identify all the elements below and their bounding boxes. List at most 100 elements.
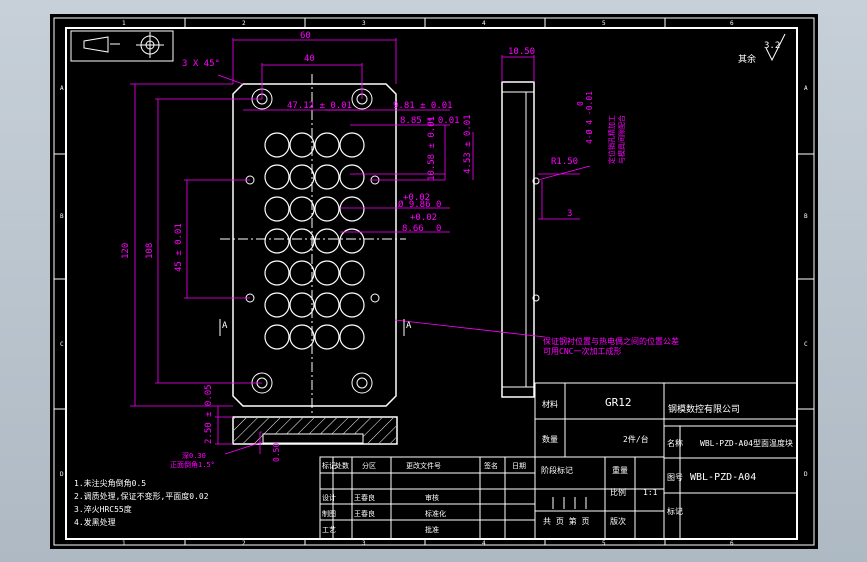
dim-r150: R1.50	[551, 157, 578, 167]
grid-hole	[314, 196, 340, 222]
drawing-no-label: 图号	[667, 473, 683, 482]
grid-hole	[289, 228, 315, 254]
scale-label: 比例	[610, 487, 626, 497]
cad-drawing: A B C D A B C D 1 2 3 4 5 6 1 2 3 4 5 6	[53, 17, 815, 547]
zone-top-5: 5	[602, 20, 606, 27]
side-note-2: 可用CNC一次加工成形	[543, 346, 621, 356]
rev-header-mark: 标记	[322, 461, 336, 470]
dim-chamfer: 3 X 45°	[182, 59, 220, 69]
grid-hole	[339, 164, 365, 190]
review-label: 制图	[322, 509, 336, 518]
grid-hole	[264, 260, 290, 286]
rev-mark-label: 标记	[667, 506, 683, 516]
grid-hole	[289, 196, 315, 222]
grid-hole	[339, 260, 365, 286]
dim-866: 8.66	[402, 224, 424, 234]
zone-right-d: D	[804, 471, 808, 478]
zone-right-a: A	[804, 85, 808, 92]
roughness-label: 其余	[738, 53, 756, 65]
zone-bottom-3: 3	[362, 540, 366, 547]
tech-req-1: 1.未注尖角倒角0.5	[74, 478, 146, 488]
approve-label: 批准	[425, 525, 439, 534]
company-name: 钢模数控有限公司	[668, 403, 740, 415]
section-markers	[219, 319, 405, 336]
dim-tol: 4-Ø 4 -0.01	[584, 91, 594, 144]
outer-frame	[53, 17, 815, 546]
qty-label: 数量	[542, 434, 558, 444]
grid-hole	[314, 132, 340, 158]
zone-left-c: C	[60, 341, 64, 348]
name-label: 名称	[667, 438, 683, 448]
grid-hole	[339, 132, 365, 158]
review-name: 王春良	[354, 509, 375, 518]
grid-hole	[314, 292, 340, 318]
scale-value: 1:1	[643, 488, 658, 497]
grid-hole	[314, 324, 340, 350]
check-label: 审核	[425, 493, 439, 502]
zone-bottom-5: 5	[602, 540, 606, 547]
dim-1050: 10.50	[508, 47, 535, 57]
zone-top-6: 6	[730, 20, 734, 27]
dim-1058: 10.58 ± 0.01	[427, 116, 437, 181]
zone-right-b: B	[804, 213, 808, 220]
dim-453: 4.53 ± 0.01	[463, 114, 473, 174]
grid-hole	[264, 228, 290, 254]
grid-hole	[314, 164, 340, 190]
dim-050: 0.50	[272, 443, 281, 462]
sheet-label: 共 页 第 页	[543, 516, 589, 526]
dim-0a: 0	[436, 200, 441, 210]
grid-hole	[339, 324, 365, 350]
dim-108: 108	[145, 243, 155, 259]
drawing-sheet: A B C D A B C D 1 2 3 4 5 6 1 2 3 4 5 6	[50, 14, 818, 549]
grid-hole	[339, 196, 365, 222]
grid-hole	[264, 324, 290, 350]
dim-120: 120	[121, 243, 131, 259]
side-note-1: 保证钢衬位置与热电偶之间的位置公差	[543, 336, 679, 346]
grid-hole	[339, 292, 365, 318]
zone-left-d: D	[60, 471, 64, 478]
dimension-lines	[130, 38, 591, 455]
name-value: WBL-PZD-A04型面温度块	[700, 438, 793, 448]
grid-hole	[314, 260, 340, 286]
roughness-symbol-icon	[765, 33, 786, 62]
zone-top-4: 4	[482, 20, 486, 27]
std-label: 标准化	[425, 509, 446, 518]
grid-hole	[289, 164, 315, 190]
dim-3: 3	[567, 209, 572, 219]
qty-value: 2件/台	[623, 434, 649, 444]
dim-tol0: 0	[576, 101, 585, 106]
bottom-note-2: 正面倒角1.5°	[170, 460, 215, 469]
dim-60: 60	[300, 31, 311, 41]
zone-ticks	[54, 18, 814, 545]
drawing-no-value: WBL-PZD-A04	[690, 472, 756, 483]
zone-left-a: A	[60, 85, 64, 92]
design-name: 王春良	[354, 493, 375, 502]
dim-45: 45 ± 0.01	[174, 223, 184, 272]
zone-left-b: B	[60, 213, 64, 220]
zone-top-2: 2	[242, 20, 246, 27]
rev-header-date: 日期	[512, 462, 526, 470]
dim-4712: 47.12 ± 0.01	[287, 101, 352, 111]
tech-req-3: 3.淬火HRC55度	[74, 504, 132, 514]
section-label-right: A	[406, 321, 412, 331]
grid-hole	[289, 292, 315, 318]
zone-bottom-2: 2	[242, 540, 246, 547]
grid-hole	[264, 292, 290, 318]
projection-symbol-icon	[70, 30, 174, 62]
side-view	[501, 81, 540, 398]
rev-header-zone: 分区	[362, 461, 376, 470]
rev-header-doc: 更改文件号	[406, 461, 441, 470]
vert-note-2: 与模具间隙配合	[617, 115, 626, 164]
vert-note-1: 定位销孔精加工	[607, 115, 616, 164]
material-label: 材料	[542, 399, 558, 409]
grid-hole	[289, 324, 315, 350]
process-label: 工艺	[322, 526, 336, 534]
zone-bottom-4: 4	[482, 540, 486, 547]
version-label: 版次	[610, 516, 626, 526]
dim-250: 2.50 ± 0.05	[204, 384, 214, 444]
material-value: GR12	[605, 396, 632, 409]
dim-0b: 0	[436, 224, 441, 234]
grid-hole	[264, 164, 290, 190]
pin-hole	[370, 293, 380, 303]
dim-986: Ø 9.86	[398, 199, 431, 210]
